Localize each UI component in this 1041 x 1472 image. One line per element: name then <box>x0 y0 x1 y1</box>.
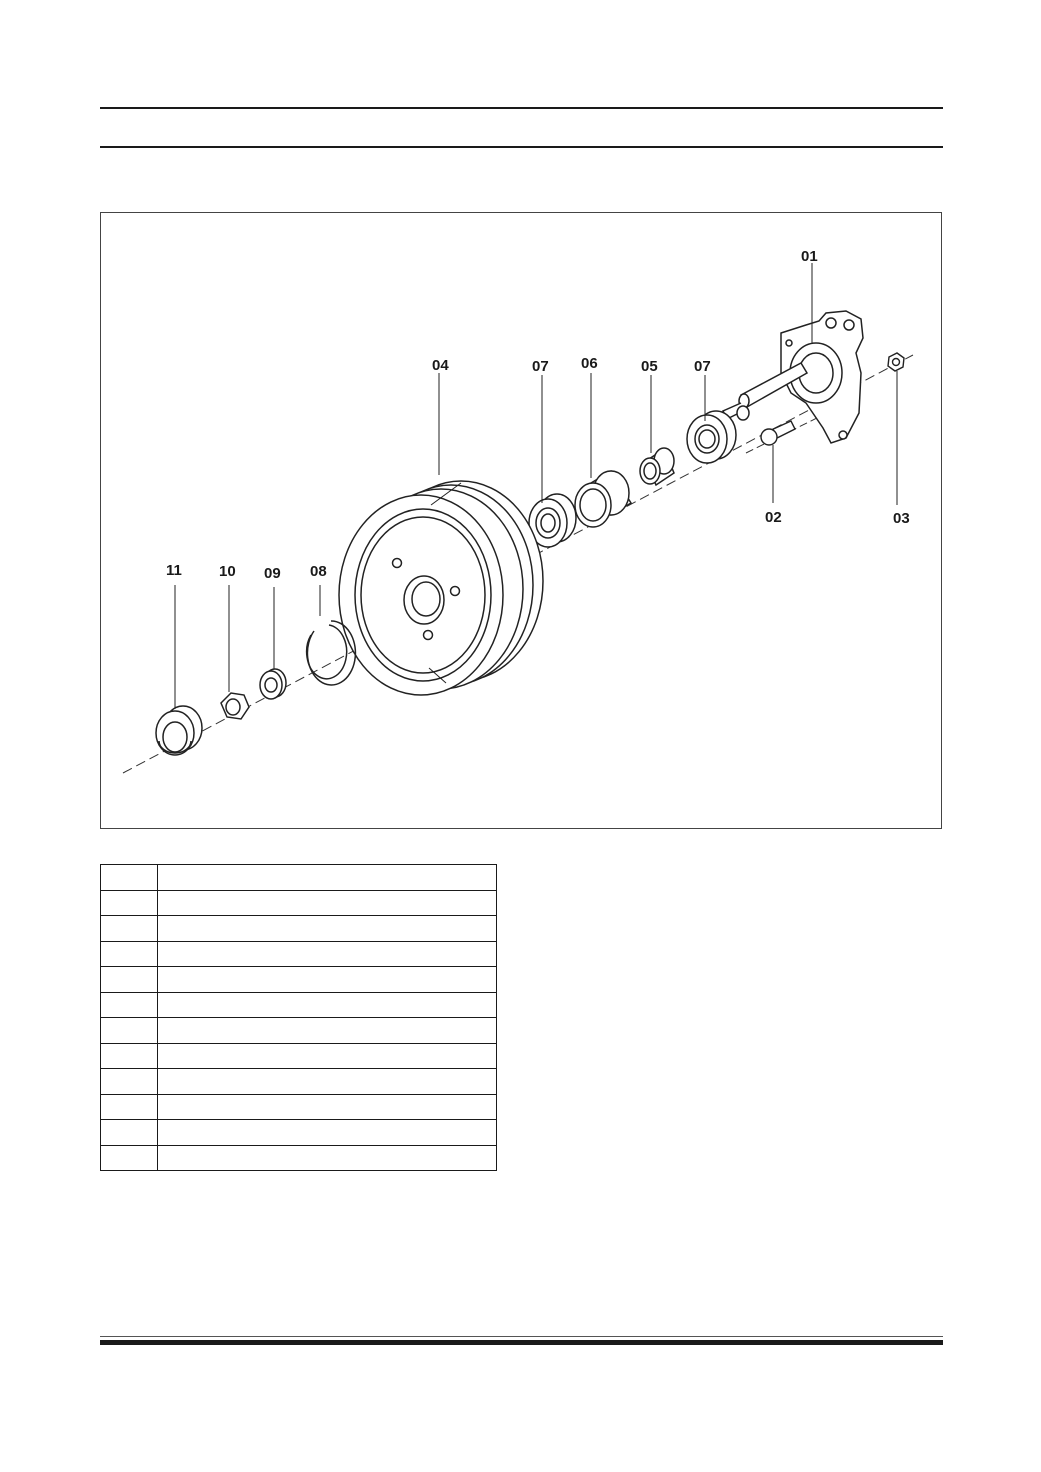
part-number-cell <box>100 1093 158 1120</box>
parts-list-table <box>100 864 497 1171</box>
table-row <box>100 1144 497 1171</box>
part-number-cell <box>100 1042 158 1069</box>
hub-nut <box>220 692 250 720</box>
table-row <box>100 1068 497 1095</box>
part-name-cell <box>157 1093 497 1120</box>
part-name-cell <box>157 915 497 942</box>
snap-ring <box>305 620 357 686</box>
leader-lines <box>174 263 898 709</box>
thrust-washer <box>259 668 287 700</box>
part-number-cell <box>100 1068 158 1095</box>
exploded-view-drawing: 01 02 03 04 05 06 07 07 08 09 10 11 <box>122 248 914 774</box>
part-number-cell <box>100 915 158 942</box>
part-name-cell <box>157 1042 497 1069</box>
part-number-cell <box>100 889 158 916</box>
callout-06: 06 <box>581 355 598 372</box>
part-name-cell <box>157 991 497 1018</box>
callout-07-right: 07 <box>694 358 711 375</box>
table-row <box>100 889 497 916</box>
part-name-cell <box>157 1144 497 1171</box>
part-number-cell <box>100 1017 158 1044</box>
callout-05: 05 <box>641 358 658 375</box>
bearing-sleeve <box>574 469 633 528</box>
part-name-cell <box>157 864 497 891</box>
spacer-sleeve <box>639 447 675 487</box>
table-row <box>100 1042 497 1069</box>
part-name-cell <box>157 1119 497 1146</box>
callout-03: 03 <box>893 510 910 527</box>
bolt <box>760 420 796 446</box>
part-number-cell <box>100 1119 158 1146</box>
header-rule-bottom <box>100 146 943 148</box>
callout-07-left: 07 <box>532 358 549 375</box>
footer-rule-thin <box>100 1336 943 1337</box>
callout-01: 01 <box>801 248 818 265</box>
callout-02: 02 <box>765 509 782 526</box>
part-name-cell <box>157 1068 497 1095</box>
header-rule-top <box>100 107 943 109</box>
grease-cap <box>155 705 203 756</box>
stub-axle-carrier <box>721 310 864 444</box>
outer-bearing <box>528 493 577 548</box>
table-row <box>100 864 497 891</box>
table-row <box>100 966 497 993</box>
axle-nut-small <box>887 352 905 372</box>
part-name-cell <box>157 1017 497 1044</box>
table-row <box>100 1119 497 1146</box>
table-row <box>100 1017 497 1044</box>
part-name-cell <box>157 966 497 993</box>
callout-11: 11 <box>166 562 182 579</box>
part-number-cell <box>100 991 158 1018</box>
callout-09: 09 <box>264 565 281 582</box>
brake-drum <box>338 480 544 696</box>
part-number-cell <box>100 966 158 993</box>
part-number-cell <box>100 940 158 967</box>
table-row <box>100 940 497 967</box>
inner-bearing <box>686 410 737 464</box>
table-row <box>100 991 497 1018</box>
callout-08: 08 <box>310 563 327 580</box>
footer-rule-thick <box>100 1340 943 1345</box>
part-number-cell <box>100 864 158 891</box>
part-name-cell <box>157 889 497 916</box>
exploded-view-figure: 01 02 03 04 05 06 07 07 08 09 10 11 <box>100 212 942 829</box>
callout-04: 04 <box>432 357 449 374</box>
callout-10: 10 <box>219 563 236 580</box>
part-number-cell <box>100 1144 158 1171</box>
table-row <box>100 1093 497 1120</box>
part-name-cell <box>157 940 497 967</box>
table-row <box>100 915 497 942</box>
